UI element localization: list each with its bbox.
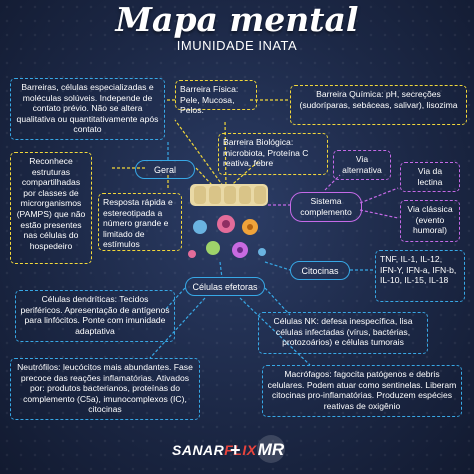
- footer-logos: SANARFLIX + MR: [0, 435, 474, 470]
- node-resposta-rapida: Resposta rápida e estereotipada a número…: [98, 193, 182, 251]
- logo-mr-text: MR: [258, 440, 285, 459]
- node-via-alternativa: Via alternativa: [333, 150, 391, 180]
- logo-flix-text: FLIX: [224, 442, 257, 458]
- node-barreira-biologica: Barreira Biológica: microbiota, Proteína…: [218, 133, 328, 175]
- page-subtitle: IMUNIDADE INATA: [176, 38, 298, 53]
- node-citocinas-lista: TNF, IL-1, IL-12, IFN-Y, IFN-a, IFN-b, I…: [375, 250, 465, 302]
- sanarflix-logo: SANARFLIX: [172, 442, 257, 458]
- immune-cell-icons: [188, 215, 266, 258]
- node-citocinas: Citocinas: [290, 261, 350, 280]
- node-celulas-efetoras: Células efetoras: [185, 277, 265, 296]
- page-title: Mapa mental: [115, 0, 359, 39]
- node-reconhece-pamps: Reconhece estruturas compartilhadas por …: [10, 152, 92, 264]
- node-sistema-complemento: Sistema complemento: [290, 192, 362, 222]
- node-barreira-quimica: Barreira Química: pH, secreções (sudoríp…: [290, 85, 467, 125]
- node-via-lectina: Via da lectina: [400, 162, 460, 192]
- node-neutrofilos: Neutrófilos: leucócitos mais abundantes.…: [10, 358, 200, 420]
- node-celulas-dendriticas: Células dendríticas: Tecidos periféricos…: [15, 290, 175, 342]
- node-celulas-nk: Células NK: defesa inespecífica, lisa cé…: [258, 312, 428, 354]
- node-via-classica: Via clássica (evento humoral): [400, 200, 460, 242]
- immune-cells-illustration: [188, 184, 268, 258]
- node-barreira-fisica: Barreira Física: Pele, Mucosa, Pelos.: [175, 80, 257, 115]
- epithelium-icon: [190, 184, 268, 206]
- node-geral: Geral: [135, 160, 195, 179]
- node-barreiras: Barreiras, células especializadas e molé…: [10, 78, 165, 140]
- plus-sign: +: [230, 440, 241, 460]
- node-macrofagos: Macrófagos: fagocita patógenos e debris …: [262, 365, 462, 417]
- mr-logo: MR: [257, 435, 285, 463]
- logo-sanar-text: SANAR: [172, 442, 225, 458]
